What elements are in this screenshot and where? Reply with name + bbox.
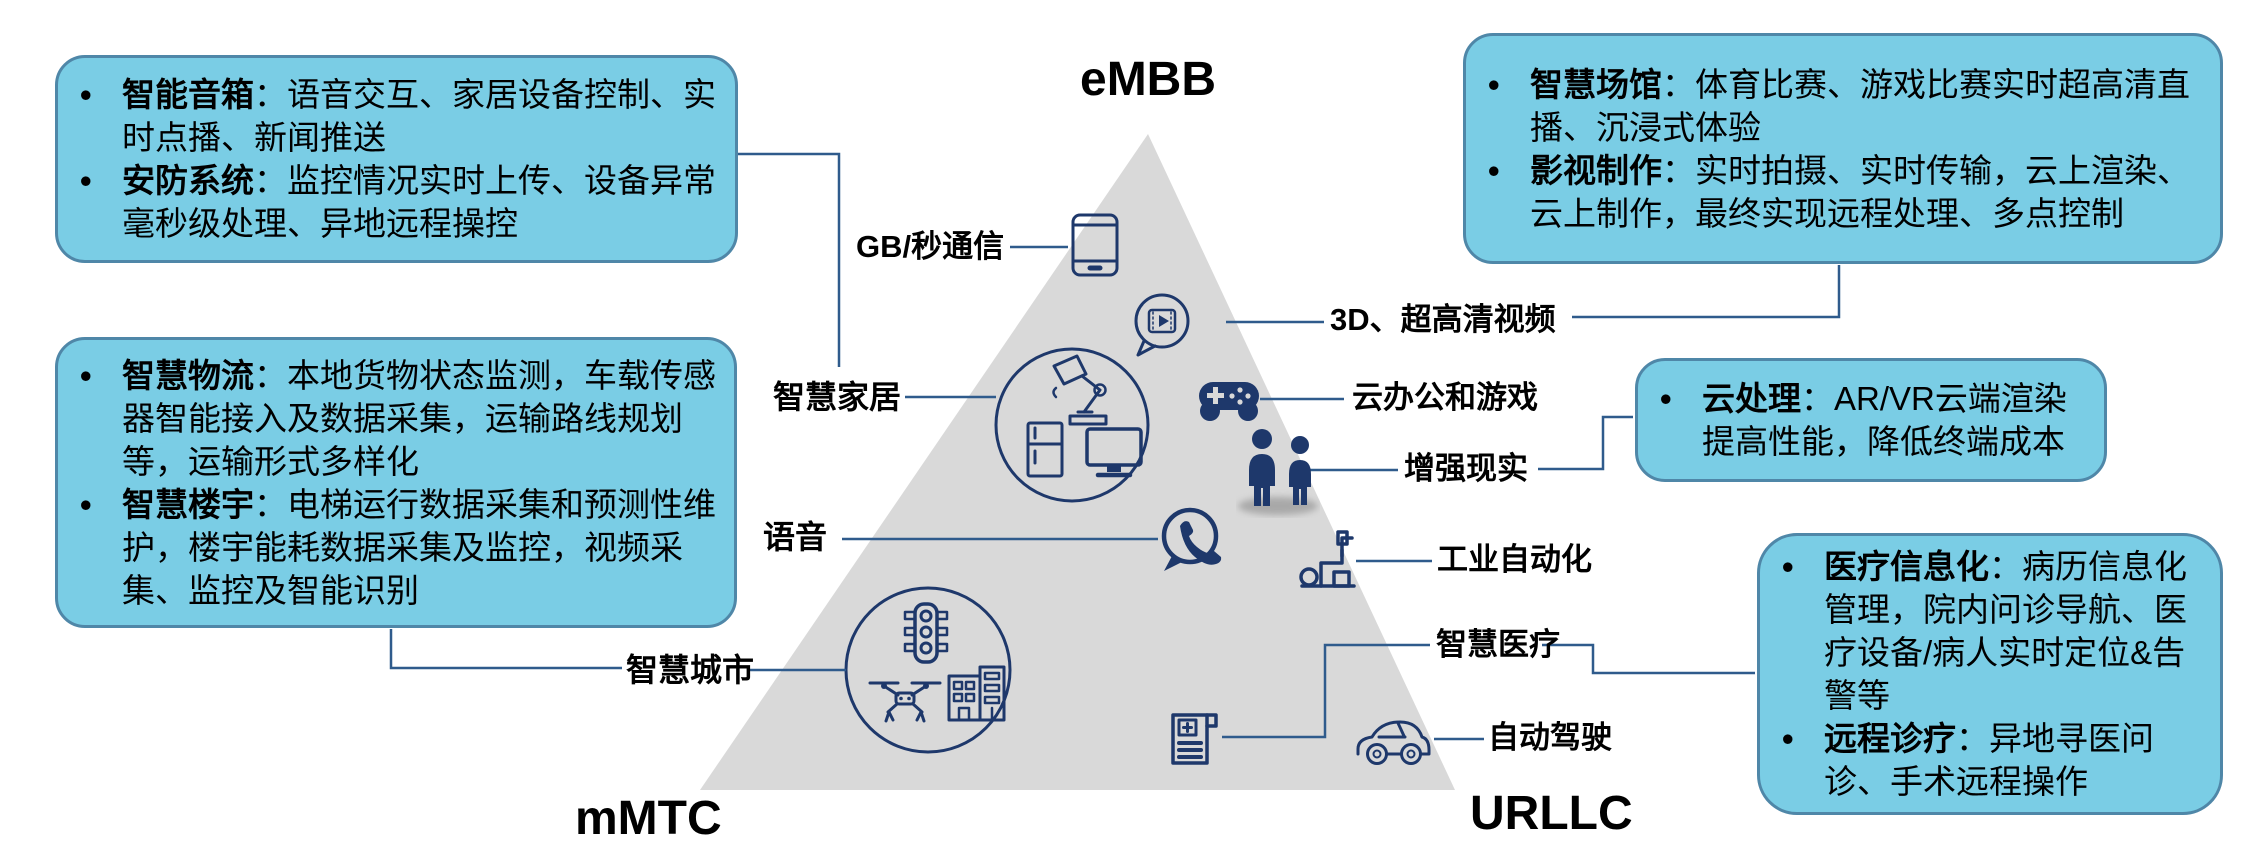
drone-icon bbox=[868, 681, 942, 723]
callout-venue-list: • 智慧场馆：体育比赛、游戏比赛实时超高清直播、沉浸式体验 • 影视制作：实时拍摄、… bbox=[1466, 63, 2220, 235]
traffic-light-icon bbox=[903, 602, 949, 664]
title-urllc: URLLC bbox=[1470, 787, 1633, 840]
label-voice: 语音 bbox=[763, 519, 828, 555]
list-item: • 智慧物流：本地货物状态监测，车载传感器智能接入及数据采集，运输路线规划等，运输… bbox=[80, 354, 718, 483]
connector-homebox-smarthome bbox=[738, 152, 841, 367]
list-item-text: 智能音箱：语音交互、家居设备控制、实时点播、新闻推送 bbox=[122, 76, 716, 156]
bullet-glyph: • bbox=[1782, 548, 1794, 585]
callout-medical-list: • 医疗信息化：病历信息化管理，院内问诊导航、医疗设备/病人实时定位&告警等 • 远… bbox=[1760, 545, 2220, 803]
gamepad-icon bbox=[1199, 382, 1259, 421]
label-gb-per-second: GB/秒通信 bbox=[856, 229, 1005, 264]
bullet-glyph: • bbox=[1488, 151, 1500, 189]
video-bubble-icon bbox=[1134, 293, 1190, 357]
list-item: • 影视制作：实时拍摄、实时传输，云上渲染、云上制作，最终实现远程处理、多点控制 bbox=[1488, 149, 2204, 235]
bullet-glyph: • bbox=[80, 76, 92, 113]
smartphone-icon bbox=[1071, 213, 1119, 277]
label-smart-home: 智慧家居 bbox=[773, 379, 902, 415]
callout-medical: • 医疗信息化：病历信息化管理，院内问诊导航、医疗设备/病人实时定位&告警等 • 远… bbox=[1757, 533, 2223, 815]
callout-smart-home: • 智能音箱：语音交互、家居设备控制、实时点播、新闻推送 • 安防系统：监控情况实时… bbox=[55, 55, 738, 263]
title-embb: eMBB bbox=[1079, 53, 1217, 106]
bullet-glyph: • bbox=[1782, 720, 1794, 757]
bullet-glyph: • bbox=[80, 356, 92, 394]
connector-video-venuebox bbox=[1572, 265, 1841, 319]
list-item-text: 安防系统：监控情况实时上传、设备异常毫秒级处理、异地远程操控 bbox=[122, 162, 716, 242]
label-industrial-automation: 工业自动化 bbox=[1437, 542, 1592, 577]
list-item: • 远程诊疗：异地寻医问诊、手术远程操作 bbox=[1782, 717, 2204, 803]
label-smart-city: 智慧城市 bbox=[626, 652, 755, 688]
label-uhd-video: 3D、超高清视频 bbox=[1330, 302, 1556, 337]
desk-lamp-icon bbox=[1052, 354, 1108, 426]
list-item: • 智慧场馆：体育比赛、游戏比赛实时超高清直播、沉浸式体验 bbox=[1488, 63, 2204, 149]
list-item-text: 智慧楼宇：电梯运行数据采集和预测性维护，楼宇能耗数据采集及监控，视频采集、监控及… bbox=[122, 485, 716, 609]
label-auto-driving: 自动驾驶 bbox=[1488, 720, 1612, 755]
list-item: • 医疗信息化：病历信息化管理，院内问诊导航、医疗设备/病人实时定位&告警等 bbox=[1782, 545, 2204, 717]
monitor-icon bbox=[1085, 427, 1143, 478]
callout-cloud-list: • 云处理：AR/VR云端渲染提高性能，降低终端成本 bbox=[1638, 377, 2104, 463]
label-cloud-office-gaming: 云办公和游戏 bbox=[1352, 380, 1538, 415]
list-item-text: 智慧物流：本地货物状态监测，车载传感器智能接入及数据采集，运输路线规划等，运输形… bbox=[122, 356, 716, 480]
triangle-shape bbox=[700, 134, 1455, 790]
ar-people-icon bbox=[1238, 429, 1318, 515]
car-icon bbox=[1356, 720, 1431, 765]
connector-medical-doc bbox=[1222, 643, 1430, 739]
label-augmented-reality: 增强现实 bbox=[1404, 451, 1528, 486]
label-smart-medical: 智慧医疗 bbox=[1436, 627, 1560, 662]
list-item: • 云处理：AR/VR云端渲染提高性能，降低终端成本 bbox=[1660, 377, 2088, 463]
bullet-glyph: • bbox=[1660, 380, 1672, 417]
building-icon bbox=[947, 665, 1006, 722]
callout-logistics-list: • 智慧物流：本地货物状态监测，车载传感器智能接入及数据采集，运输路线规划等，运输… bbox=[58, 354, 734, 612]
bullet-glyph: • bbox=[80, 485, 92, 523]
list-item: • 智慧楼宇：电梯运行数据采集和预测性维护，楼宇能耗数据采集及监控，视频采集、监控… bbox=[80, 483, 718, 612]
callout-cloud-processing: • 云处理：AR/VR云端渲染提高性能，降低终端成本 bbox=[1635, 358, 2107, 482]
list-item: • 安防系统：监控情况实时上传、设备异常毫秒级处理、异地远程操控 bbox=[80, 159, 719, 245]
list-item: • 智能音箱：语音交互、家居设备控制、实时点播、新闻推送 bbox=[80, 73, 719, 159]
list-item-text: 云处理：AR/VR云端渲染提高性能，降低终端成本 bbox=[1702, 380, 2067, 460]
connector-logisticsbox-city bbox=[389, 629, 622, 670]
list-item-text: 影视制作：实时拍摄、实时传输，云上渲染、云上制作，最终实现远程处理、多点控制 bbox=[1530, 151, 2190, 232]
list-item-text: 智慧场馆：体育比赛、游戏比赛实时超高清直播、沉浸式体验 bbox=[1530, 65, 2190, 146]
list-item-text: 远程诊疗：异地寻医问诊、手术远程操作 bbox=[1824, 720, 2154, 800]
industrial-robot-icon bbox=[1299, 530, 1356, 588]
bullet-glyph: • bbox=[80, 162, 92, 199]
list-item-text: 医疗信息化：病历信息化管理，院内问诊导航、医疗设备/病人实时定位&告警等 bbox=[1824, 548, 2187, 714]
connector-medical-medbox bbox=[1542, 643, 1755, 675]
fridge-icon bbox=[1026, 421, 1064, 478]
callout-venue-film: • 智慧场馆：体育比赛、游戏比赛实时超高清直播、沉浸式体验 • 影视制作：实时拍摄、… bbox=[1463, 33, 2223, 264]
connector-ar-cloudbox bbox=[1538, 415, 1633, 471]
smart-home-circle bbox=[994, 347, 1150, 503]
callout-smart-home-list: • 智能音箱：语音交互、家居设备控制、实时点播、新闻推送 • 安防系统：监控情况实时… bbox=[58, 73, 735, 245]
bullet-glyph: • bbox=[1488, 65, 1500, 103]
whatsapp-icon bbox=[1161, 507, 1222, 571]
callout-logistics-building: • 智慧物流：本地货物状态监测，车载传感器智能接入及数据采集，运输路线规划等，运输… bbox=[55, 337, 737, 628]
medical-document-icon bbox=[1171, 713, 1218, 765]
title-mmtc: mMTC bbox=[575, 792, 722, 845]
